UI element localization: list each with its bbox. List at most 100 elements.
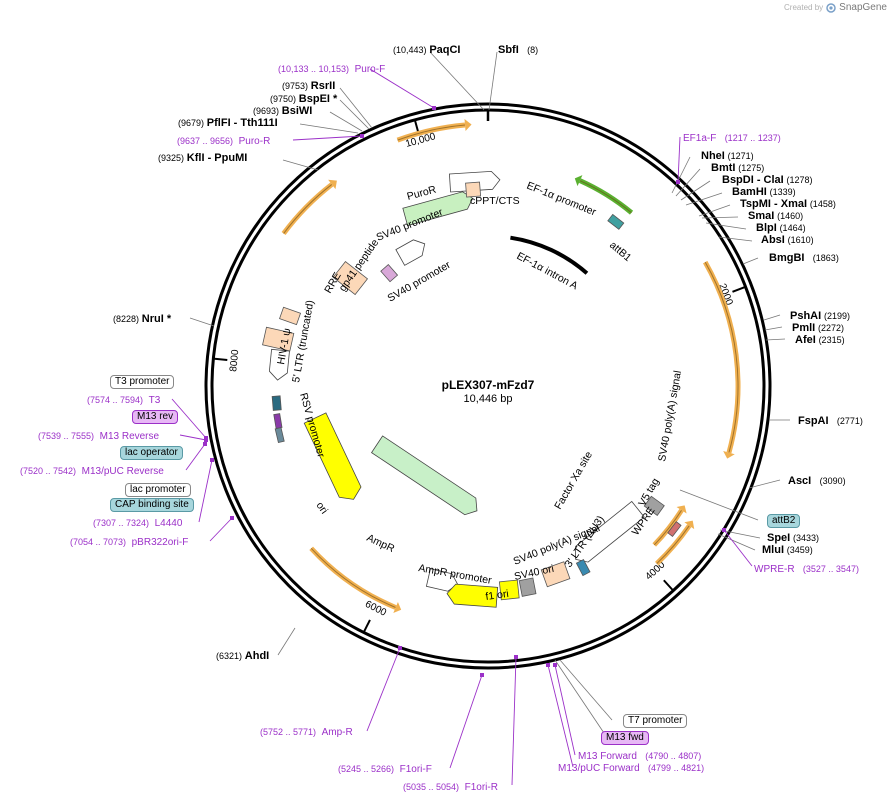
primer-mark [210, 458, 214, 462]
orf-arc-upper-left-head [328, 179, 337, 190]
feature-lac-operator[interactable]: lac operator [120, 446, 183, 460]
ori-label: ori [314, 500, 331, 516]
orf-arc-bottom [309, 546, 397, 610]
feature-t7-promoter[interactable]: T7 promoter [623, 714, 688, 728]
primer-leader [179, 434, 207, 441]
rsv-promoter-arrow-shape [268, 348, 290, 381]
site-bamhi[interactable]: BamHI (1339) [732, 186, 796, 198]
ltr5-box-rect [262, 326, 295, 352]
site-paqci[interactable]: (10,443) PaqCI [393, 44, 461, 56]
feature-m13-fwd[interactable]: M13 fwd [601, 731, 649, 745]
primer-m13-puc-forward[interactable]: M13/pUC Forward (4799 .. 4821) [558, 763, 705, 774]
hiv-psi-box [279, 306, 302, 326]
site-nhei[interactable]: NheI (1271) [701, 150, 754, 162]
site-kfli[interactable]: (9325) KflI - PpuMI [158, 152, 248, 164]
leader-line [554, 659, 607, 737]
leader-line [719, 529, 761, 539]
primer-amp-r[interactable]: (5752 .. 5771) Amp-R [260, 727, 353, 738]
sv40-polya-2-label: SV40 poly(A) signal [656, 370, 684, 463]
primer-mark [204, 438, 208, 442]
orf-arc-lower-right-1-core [653, 509, 682, 546]
leader-line [764, 326, 783, 331]
site-bmti[interactable]: BmtI (1275) [711, 162, 765, 174]
ltr3-box-rect [540, 561, 571, 588]
site-asci[interactable]: AscI (3090) [788, 475, 846, 487]
factor-xa-label: Factor Xa site [552, 449, 595, 511]
primer-marks [171, 68, 753, 786]
site-nrui[interactable]: (8228) NruI * [113, 313, 172, 325]
leader-line [748, 479, 781, 489]
site-ahdi[interactable]: (6321) AhdI [216, 650, 270, 662]
primer-mark [432, 106, 436, 110]
feature-m13-rev[interactable]: M13 rev [132, 410, 179, 424]
primer-leader [198, 459, 213, 523]
primer-mark [203, 442, 207, 446]
primer-pbr322ori-f[interactable]: (7054 .. 7073) pBR322ori-F [70, 537, 189, 548]
ampr-arrow [370, 435, 478, 516]
site-smai[interactable]: SmaI (1460) [748, 210, 804, 222]
site-bsiwi[interactable]: (9693) BsiWI [253, 105, 313, 117]
primer-wpre-r[interactable]: WPRE-R (3527 .. 3547) [754, 564, 859, 575]
site-pflfi[interactable]: (9679) PflFI - Tth111I [178, 117, 278, 129]
site-blpi[interactable]: BlpI (1464) [756, 222, 806, 234]
leader-line [680, 180, 711, 201]
f1-ori-arrow [446, 583, 499, 608]
sv40-ori-box [498, 579, 520, 601]
leader-line [189, 317, 215, 327]
site-spei[interactable]: SpeI (3433) [767, 532, 820, 544]
ltr5-box [262, 326, 295, 352]
ori-arrow-shape [303, 412, 362, 500]
tick-label: 4000 [643, 559, 667, 582]
wpre-arrow [575, 500, 645, 563]
primer-m13-forward[interactable]: M13 Forward (4790 .. 4807) [578, 751, 702, 762]
primer-leader [292, 135, 363, 141]
site-pshai[interactable]: PshAI (2199) [790, 310, 850, 322]
primer-t3[interactable]: (7574 .. 7594) T3 [87, 395, 161, 406]
orf-arc-puro-core [397, 124, 466, 141]
site-absi[interactable]: AbsI (1610) [761, 234, 814, 246]
site-sbfi[interactable]: SbfI (8) [498, 44, 539, 56]
site-bspei[interactable]: (9750) BspEI * [270, 93, 338, 105]
primer-puro-r[interactable]: (9637 .. 9656) Puro-R [177, 136, 271, 147]
ef1a-promoter-arrow-shape [448, 170, 501, 193]
primer-mark [553, 663, 557, 667]
sv40-polya-box-2 [643, 495, 665, 516]
attb1-box-rect [607, 213, 625, 230]
feature-cap-site[interactable]: CAP binding site [110, 498, 194, 512]
primer-m13-puc-reverse[interactable]: (7520 .. 7542) M13/pUC Reverse [20, 466, 164, 477]
tick-mark [663, 579, 674, 592]
leader-line [685, 192, 723, 206]
feature-layer [262, 119, 741, 614]
leader-line [339, 87, 373, 129]
ef1a-promoter-arrow [448, 170, 501, 193]
brand-text: SnapGene [839, 2, 887, 13]
primer-leader [369, 68, 435, 109]
primer-f1ori-r[interactable]: (5035 .. 5054) F1ori-R [403, 782, 498, 793]
app-credit: Created by SnapGene [784, 2, 887, 13]
primer-l4440[interactable]: (7307 .. 7324) L4440 [93, 518, 183, 529]
feature-t3-promoter[interactable]: T3 promoter [110, 375, 175, 389]
feature-lac-promoter[interactable]: lac promoter [125, 483, 191, 497]
orf-arc-bottom-core [310, 547, 396, 608]
site-tspmi[interactable]: TspMI - XmaI (1458) [740, 198, 836, 210]
primer-ef1a-f[interactable]: EF1a-F (1217 .. 1237) [683, 133, 781, 144]
primer-m13-reverse[interactable]: (7539 .. 7555) M13 Reverse [38, 431, 160, 442]
gp41-box-rect [380, 264, 399, 283]
site-rsrii[interactable]: (9753) RsrII [282, 80, 336, 92]
site-fspai[interactable]: FspAI (2771) [798, 415, 863, 427]
primer-f1ori-f[interactable]: (5245 .. 5266) F1ori-F [338, 764, 432, 775]
leader-line [701, 216, 739, 219]
site-bspdi[interactable]: BspDI - ClaI (1278) [722, 174, 813, 186]
site-bmgbi[interactable]: BmgBI (1863) [769, 252, 839, 264]
site-afei[interactable]: AfeI (2315) [795, 334, 845, 346]
site-pmli[interactable]: PmlI (2272) [792, 322, 845, 334]
site-mlui[interactable]: MluI (3459) [762, 544, 813, 556]
tick-mark [213, 357, 228, 361]
leader-line [488, 51, 498, 111]
wpre-arrow-shape [575, 500, 645, 563]
orf-arc-lower-right-2-head [684, 520, 695, 530]
feature-attb2[interactable]: attB2 [767, 514, 801, 528]
ampr-label: AmpR [365, 532, 397, 555]
primer-puro-f[interactable]: (10,133 .. 10,153) Puro-F [278, 64, 386, 75]
primer-leader [554, 664, 576, 756]
